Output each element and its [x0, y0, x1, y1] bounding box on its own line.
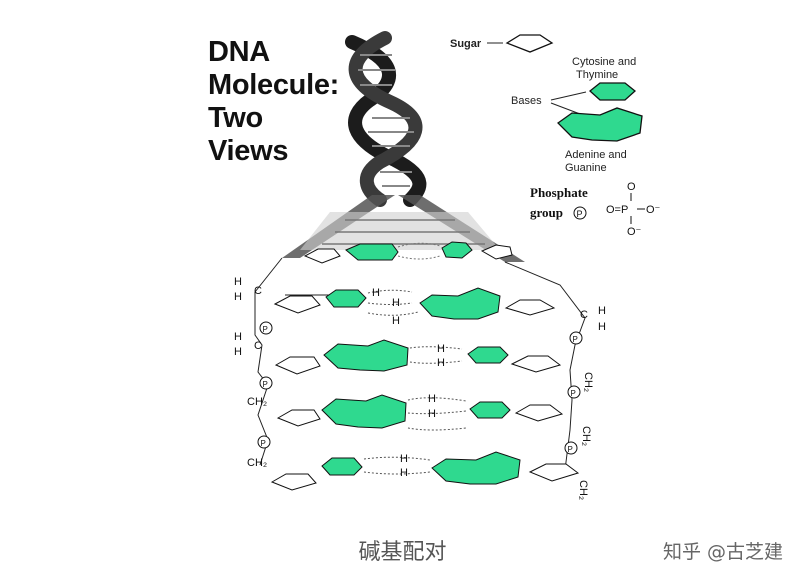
atom-label: CH₂ — [580, 426, 592, 446]
atom-label: H — [598, 305, 606, 317]
formula-o-right: O⁻ — [646, 204, 661, 216]
title-line: DNA — [208, 36, 270, 68]
double-helix — [282, 31, 525, 262]
title-line: Two — [208, 102, 263, 134]
atom-label: H — [598, 321, 606, 333]
legend-phosphate-label: Phosphate — [530, 185, 588, 200]
phosphate-symbol: P — [263, 380, 268, 389]
atom-label: H — [372, 287, 380, 299]
phosphate-circle-icon — [573, 206, 587, 220]
phosphate-groups — [257, 321, 583, 455]
legend-ct-label: Thymine — [576, 69, 618, 81]
atom-label: CH₂ — [582, 372, 594, 392]
phosphate-symbol: P — [577, 209, 583, 219]
atom-label: C — [580, 309, 588, 321]
legend: Sugar Cytosine and Thymine Bases Adenine… — [450, 34, 661, 238]
legend-ag-label: Adenine and — [565, 149, 627, 161]
phosphate-symbol: P — [573, 335, 578, 344]
phosphate-symbol: P — [261, 439, 266, 448]
atom-label: C — [254, 340, 262, 352]
phosphate-formula: O O=P O⁻ O⁻ — [606, 181, 661, 238]
diagram-title: DNA Molecule: Two Views — [208, 36, 339, 168]
atom-label: CH₂ — [247, 457, 267, 469]
pyrimidine-base-icon — [588, 82, 637, 101]
atom-label: CH₂ — [577, 480, 589, 500]
ladder-view: H H C H H C CH₂ CH₂ H H H H H H H H H C … — [234, 241, 606, 500]
legend-phosphate-label: group — [530, 205, 563, 220]
formula-o-top: O — [627, 181, 636, 193]
title-line: Views — [208, 135, 289, 167]
phosphate-symbol: P — [571, 389, 576, 398]
atom-label: C — [254, 285, 262, 297]
sugar-pentagon-icon — [505, 34, 554, 53]
source-watermark: 知乎 @古芝建 — [662, 541, 783, 563]
phosphate-symbol: P — [263, 325, 268, 334]
title-line: Molecule: — [208, 69, 340, 101]
atom-label: CH₂ — [247, 396, 267, 408]
figure-caption: 碱基配对 — [358, 540, 447, 565]
atom-label: H — [437, 343, 445, 355]
phosphate-symbol: P — [568, 445, 573, 454]
atom-label: H — [392, 297, 400, 309]
atom-label: H — [400, 453, 408, 465]
atom-label: H — [234, 291, 242, 303]
legend-ct-label: Cytosine and — [572, 56, 636, 68]
legend-sugar-label: Sugar — [450, 38, 482, 50]
atom-label: H — [428, 408, 436, 420]
formula-o-bottom: O⁻ — [627, 226, 642, 238]
atom-label: H — [234, 276, 242, 288]
atom-label: H — [234, 346, 242, 358]
atom-label: H — [437, 357, 445, 369]
legend-ag-label: Guanine — [565, 162, 607, 174]
legend-bases-label: Bases — [511, 95, 542, 107]
atom-label: H — [400, 467, 408, 479]
purine-base-icon — [556, 107, 643, 142]
atom-labels: H H C H H C CH₂ CH₂ H H H H H H H H H C … — [234, 276, 606, 500]
atom-label: H — [392, 315, 400, 327]
formula-o-left: O=P — [606, 204, 628, 216]
atom-label: H — [234, 331, 242, 343]
atom-label: H — [428, 393, 436, 405]
